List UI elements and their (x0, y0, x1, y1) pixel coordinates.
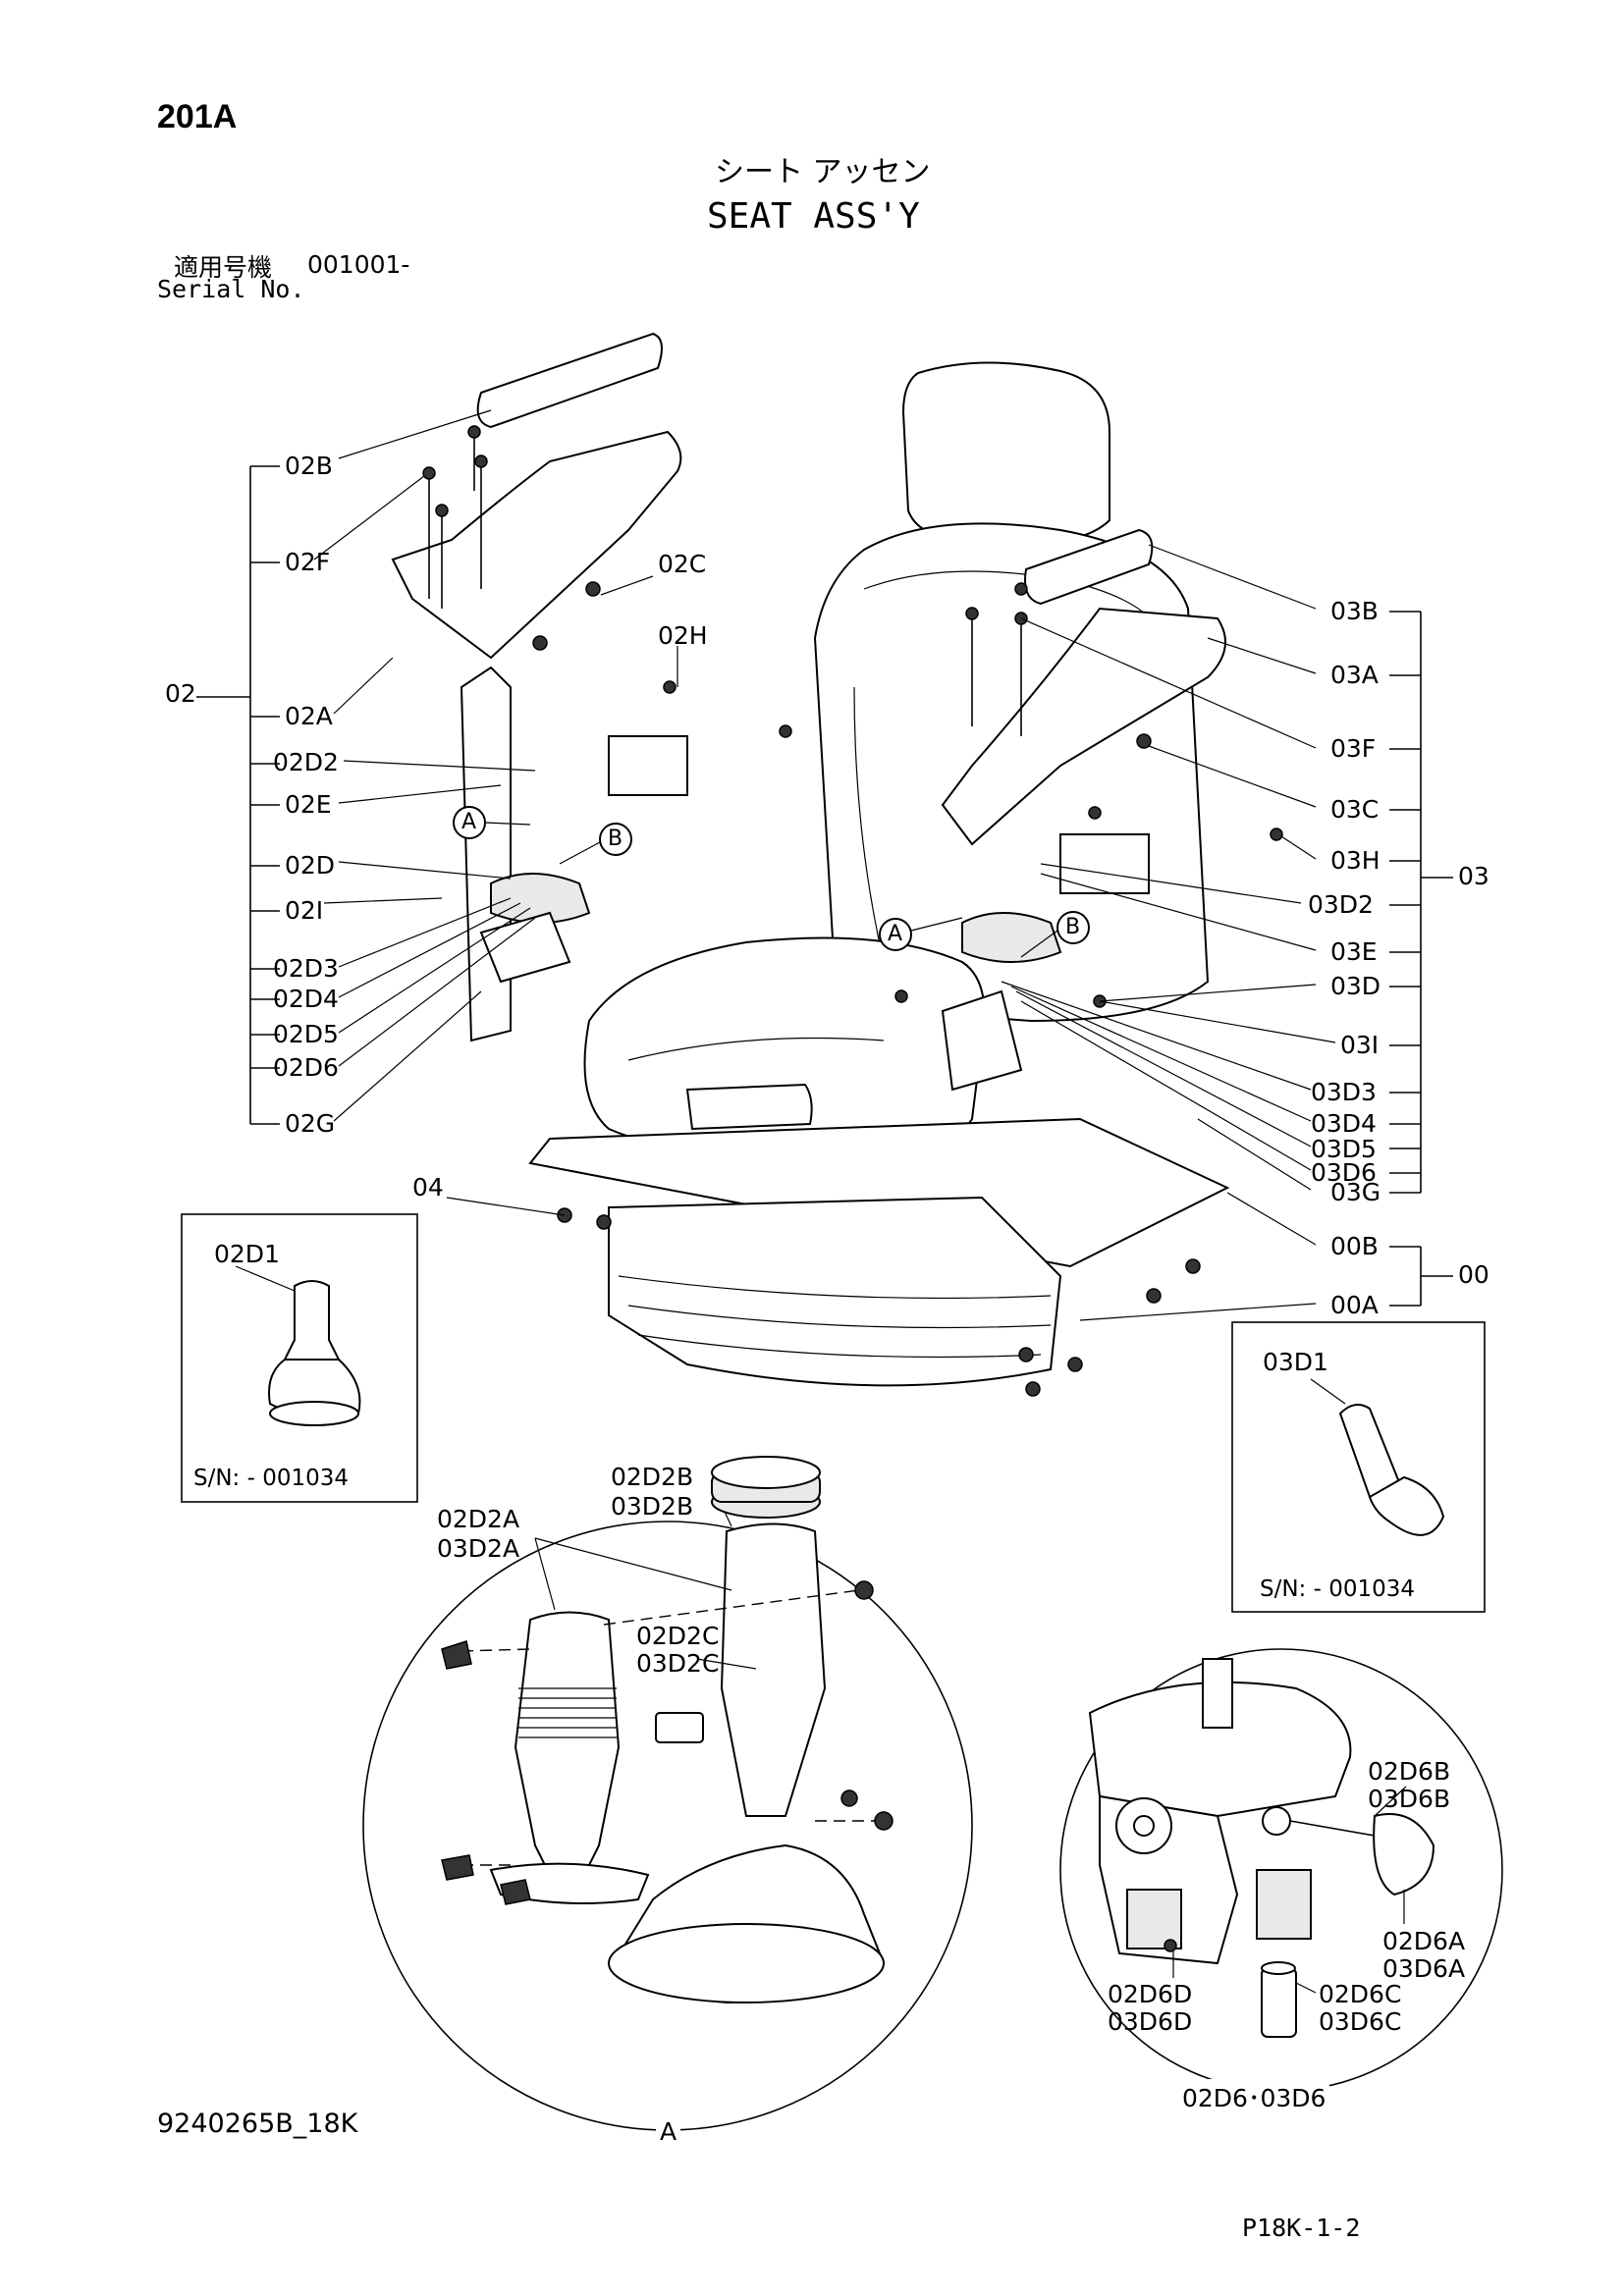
callout-02D6D: 02D6D (1108, 1980, 1193, 2008)
label-02E: 02E (285, 790, 332, 819)
inset-left-frame (181, 1213, 418, 1503)
label-02G: 02G (285, 1109, 336, 1138)
label-03B: 03B (1330, 597, 1379, 625)
callout-02D6C: 02D6C (1319, 1980, 1402, 2008)
mounting-plate (528, 1117, 1230, 1387)
inset-left-part: 02D1 (214, 1240, 280, 1268)
callout-03D2A: 03D2A (437, 1534, 520, 1563)
label-02D: 02D (285, 851, 336, 880)
callout-03D6B: 03D6B (1368, 1785, 1451, 1813)
label-03I: 03I (1340, 1031, 1380, 1059)
detail-d6-label: 02D6･03D6 (1178, 2079, 1330, 2114)
callout-02D2C: 02D2C (636, 1622, 720, 1650)
inset-right-frame (1231, 1321, 1486, 1613)
callout-03D2C: 03D2C (636, 1649, 720, 1678)
group-code-03: 03 (1458, 862, 1489, 890)
left-leaders (313, 409, 678, 1216)
callout-02D6A: 02D6A (1382, 1927, 1466, 1955)
inset-left-joystick (235, 1265, 361, 1426)
page-title: SEAT ASS'Y (707, 196, 920, 237)
callout-03D6A: 03D6A (1382, 1954, 1466, 1983)
marker-a-right: A (888, 922, 903, 946)
label-02D2: 02D2 (273, 748, 339, 776)
bolts (422, 425, 1283, 1397)
detail-a-parts (441, 1456, 893, 2004)
detail-a-label: A (656, 2117, 681, 2146)
group-code-02: 02 (165, 679, 196, 708)
label-03C: 03C (1330, 795, 1380, 824)
label-03D4: 03D4 (1311, 1109, 1377, 1138)
serial-label-jp: 適用号機 (174, 253, 273, 282)
label-03D5: 03D5 (1311, 1135, 1377, 1163)
right-console (941, 528, 1226, 1092)
left-group-bracket (196, 465, 280, 1125)
label-03D: 03D (1330, 972, 1381, 1000)
base-group-bracket (1389, 1246, 1453, 1307)
label-03A: 03A (1330, 661, 1379, 689)
label-03H: 03H (1330, 846, 1380, 875)
page-reference: P18K-1-2 (1242, 2214, 1361, 2242)
label-02F: 02F (285, 548, 331, 576)
marker-a-left: A (461, 810, 477, 834)
label-02D6: 02D6 (273, 1053, 339, 1082)
inset-right-note: S/N: - 001034 (1260, 1576, 1416, 1602)
label-02D4: 02D4 (273, 985, 339, 1013)
detail-markers (453, 806, 1090, 958)
label-02B: 02B (285, 452, 333, 480)
label-04: 04 (412, 1173, 444, 1201)
right-group-bracket (1389, 611, 1453, 1194)
callout-03D6D: 03D6D (1108, 2007, 1193, 2036)
callout-03D6C: 03D6C (1319, 2007, 1402, 2036)
page-code: 201A (157, 98, 238, 135)
inset-left-note: S/N: - 001034 (193, 1466, 350, 1491)
label-02D3: 02D3 (273, 954, 339, 983)
detail-d6-parts (1088, 1658, 1435, 2038)
inset-right-part: 03D1 (1263, 1348, 1328, 1376)
title-japanese: シート アッセン (715, 155, 931, 189)
marker-b-right: B (1065, 915, 1081, 939)
serial-label-en: Serial No. (157, 275, 305, 303)
callout-02D2B: 02D2B (611, 1463, 694, 1491)
label-02D5: 02D5 (273, 1020, 339, 1048)
label-02A: 02A (285, 702, 333, 730)
label-02I: 02I (285, 896, 324, 925)
left-console (391, 332, 688, 1042)
label-00B: 00B (1330, 1232, 1379, 1260)
drawing-number: 9240265B_18K (157, 2109, 358, 2139)
seat-cushion (583, 936, 986, 1165)
label-03G: 03G (1330, 1178, 1381, 1206)
callout-02D6B: 02D6B (1368, 1757, 1451, 1786)
marker-b-left: B (608, 827, 623, 851)
label-03F: 03F (1330, 734, 1377, 763)
right-leaders (1001, 544, 1336, 1321)
inset-right-joystick (1310, 1378, 1445, 1536)
label-00A: 00A (1330, 1291, 1379, 1319)
label-03D3: 03D3 (1311, 1078, 1377, 1106)
label-03D6: 03D6 (1311, 1158, 1377, 1187)
group-code-00: 00 (1458, 1260, 1489, 1289)
callout-02D2A: 02D2A (437, 1505, 520, 1533)
callout-03D2B: 03D2B (611, 1492, 694, 1521)
label-03E: 03E (1330, 937, 1378, 966)
serial-value: 001001- (307, 250, 410, 279)
label-03D2: 03D2 (1308, 890, 1374, 919)
label-02C: 02C (658, 550, 707, 578)
label-02H: 02H (658, 621, 708, 650)
